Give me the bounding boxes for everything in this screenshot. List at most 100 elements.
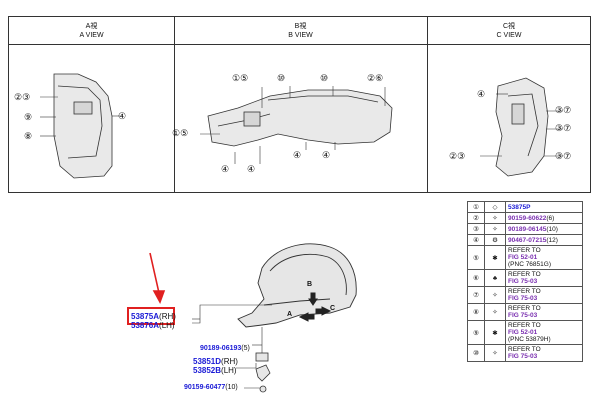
b-callout-2-6: ②⑥ (367, 73, 383, 84)
c-view-header: C視 C VIEW (427, 17, 591, 45)
legend-note: REFER TO (508, 288, 541, 295)
main-rh-pn[interactable]: 53875A (131, 312, 160, 321)
c-view-jp: C視 (502, 23, 516, 30)
pointer-arrow (149, 252, 166, 304)
b-callout-4-b: ④ (247, 164, 256, 174)
a-view-header: A視 A VIEW (9, 17, 174, 45)
legend-part-number[interactable]: FIG 75-03 (508, 312, 538, 319)
a-callout-8: ⑧ (24, 131, 33, 141)
main-drawing (149, 243, 357, 393)
view-drawings (40, 73, 563, 179)
legend-note: (PNC 53879H) (508, 336, 551, 343)
b-callout-1-5-top: ①⑤ (232, 73, 248, 84)
b-callout-4-c: ④ (293, 150, 302, 160)
callout-3: ③ (457, 151, 466, 161)
legend-part-number[interactable]: 90159-60622 (508, 214, 547, 222)
a-callout-2-3: ②③ (14, 92, 30, 103)
screw-pn[interactable]: 90159-60477 (184, 384, 226, 391)
legend-part-number[interactable]: 90467-07215 (508, 236, 547, 244)
fastener-icon: ✧ (484, 223, 506, 235)
main-lh-side: (LH) (159, 321, 175, 330)
b-view-header: B視 B VIEW (174, 17, 427, 45)
b-callout-10-a: ⑩ (277, 73, 286, 83)
view-table: A視 A VIEW B視 B VIEW C視 C VIEW (8, 16, 591, 193)
legend-note: (PNC 76851G) (508, 261, 551, 268)
fastener-icon: ✱ (484, 245, 506, 270)
legend-number: ② (467, 212, 485, 224)
bracket (255, 352, 271, 393)
fastener-icon: ♣ (484, 269, 506, 287)
legend-note: REFER TO (508, 305, 541, 312)
a-view-en: A VIEW (79, 32, 104, 39)
main-rh-side: (RH) (159, 312, 176, 321)
legend-part-number[interactable]: FIG 52-01 (508, 329, 538, 336)
screw-part-label: 90159-60477(10) (184, 383, 238, 392)
callout-3: ③ (555, 105, 564, 115)
bracket-rh-pn[interactable]: 53851D (193, 357, 222, 366)
bracket-part-label: 53851D(RH) 53852B(LH) (193, 357, 238, 375)
legend-note: REFER TO (508, 271, 541, 278)
c-callout-2-3: ②③ (449, 151, 465, 162)
callout-2: ② (449, 151, 458, 161)
legend-number: ⑤ (467, 245, 485, 270)
legend-part-number[interactable]: FIG 75-03 (508, 295, 538, 302)
c-callout-3-7-b: ③⑦ (555, 123, 571, 134)
c-view-en: C VIEW (496, 32, 522, 39)
bracket-rh-side: (RH) (221, 357, 238, 366)
callout-7: ⑦ (563, 105, 572, 115)
legend-row: ②✧90159-60622(6) (467, 212, 583, 224)
screw-qty: (10) (225, 384, 238, 391)
clip-pn[interactable]: 90189-06193 (200, 345, 242, 352)
legend-note: REFER TO (508, 322, 541, 329)
fastener-icon: ⚙ (484, 234, 506, 246)
a-view-panel (9, 17, 175, 192)
legend-part-number[interactable]: FIG 75-03 (508, 353, 538, 360)
view-arrows (298, 292, 332, 322)
main-lh-pn[interactable]: 53876A (131, 321, 160, 330)
fastener-icon: ✧ (484, 344, 506, 362)
a-view-jp: A視 (85, 23, 98, 30)
clip-qty: (5) (241, 345, 250, 352)
legend-part-number[interactable]: FIG 75-03 (508, 278, 538, 285)
legend-number: ⑧ (467, 303, 485, 321)
legend-note: REFER TO (508, 346, 541, 353)
callout-5: ⑤ (240, 73, 249, 83)
callout-6: ⑥ (375, 73, 384, 83)
callout-2: ② (367, 73, 376, 83)
b-view-panel (174, 17, 428, 192)
fender-liner (237, 243, 357, 328)
legend-text: 53875P (505, 201, 583, 213)
fastener-icon: ✧ (484, 212, 506, 224)
callout-2: ② (14, 92, 23, 102)
legend-note: REFER TO (508, 247, 541, 254)
a-callout-9: ⑨ (24, 112, 33, 122)
b-view-liner (207, 89, 393, 147)
legend-part-number[interactable]: 53875P (508, 203, 531, 211)
callout-1: ① (232, 73, 241, 83)
a-view-liner (53, 73, 113, 179)
legend-part-number[interactable]: 90189-06145 (508, 225, 547, 233)
bracket-lh-pn[interactable]: 53852B (193, 366, 222, 375)
callout-3: ③ (22, 92, 31, 102)
legend-text: 90467-07215(12) (505, 234, 583, 246)
legend-row: ③✧90189-06145(10) (467, 223, 583, 235)
legend-part-number[interactable]: FIG 52-01 (508, 254, 538, 261)
fastener-icon: ✧ (484, 286, 506, 304)
b-view-jp: B視 (294, 23, 307, 30)
highlight-box (127, 307, 175, 325)
b-callout-1-5-left: ①⑤ (172, 128, 188, 139)
legend-number: ⑩ (467, 344, 485, 362)
callout-1: ① (172, 128, 181, 138)
legend-row: ①◇53875P (467, 201, 583, 213)
c-view-liner (495, 77, 549, 177)
b-callout-4-d: ④ (322, 150, 331, 160)
